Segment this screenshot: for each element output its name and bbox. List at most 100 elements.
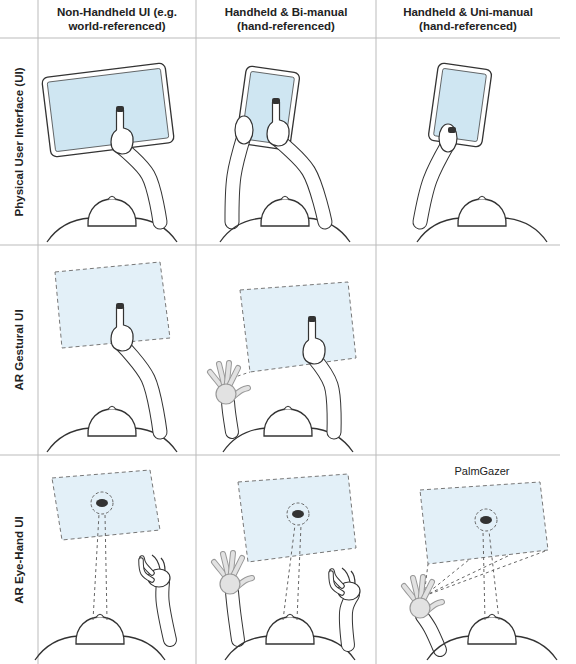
gaze-line xyxy=(483,531,485,620)
grid-line xyxy=(0,455,560,456)
nose xyxy=(281,196,289,199)
touch-point xyxy=(448,127,456,133)
arm xyxy=(420,144,448,222)
row-header: AR Gestural UI xyxy=(12,309,26,390)
holding-hand xyxy=(439,124,457,152)
cell-figure xyxy=(47,262,177,452)
arm xyxy=(122,148,160,222)
table-grid xyxy=(0,0,560,664)
cell-figure xyxy=(214,474,360,660)
column-header: Handheld & Bi-manual (hand-referenced) xyxy=(196,5,376,33)
nose xyxy=(96,614,104,617)
arm xyxy=(122,345,160,432)
anchor-line xyxy=(424,555,510,596)
finger xyxy=(152,555,165,571)
arm xyxy=(162,582,170,640)
gaze-line xyxy=(93,514,99,620)
nose xyxy=(284,406,292,409)
nose xyxy=(286,614,294,617)
cell-figure xyxy=(417,63,547,242)
cell-figure xyxy=(35,470,170,660)
arm xyxy=(278,140,325,222)
pointing-hand xyxy=(267,100,289,147)
nose xyxy=(478,196,486,199)
technique-label: PalmGazer xyxy=(454,465,509,478)
gaze-target xyxy=(91,492,113,514)
head xyxy=(266,617,314,644)
cell-figure xyxy=(220,66,350,242)
figures xyxy=(35,63,557,660)
gaze-line xyxy=(283,525,295,620)
nose xyxy=(108,406,116,409)
head xyxy=(261,199,309,226)
gaze-point xyxy=(96,499,108,507)
arm xyxy=(314,358,334,432)
arm xyxy=(228,402,232,432)
touch-point xyxy=(116,106,124,112)
arm xyxy=(228,402,232,432)
touch-point xyxy=(308,316,316,322)
virtual-panel xyxy=(420,482,548,564)
thumb xyxy=(141,560,152,580)
cell-figure xyxy=(210,282,356,452)
head xyxy=(88,199,136,226)
pointing-hand xyxy=(111,305,133,352)
arm xyxy=(122,148,160,222)
arm xyxy=(232,592,238,640)
head xyxy=(76,617,124,644)
grid-line xyxy=(0,245,560,246)
gaze-line xyxy=(297,525,301,620)
grid-line xyxy=(0,38,560,39)
arm xyxy=(122,345,160,432)
head xyxy=(88,409,136,436)
arm xyxy=(422,616,440,650)
head xyxy=(468,617,516,644)
grid-line xyxy=(196,0,197,664)
open-hand xyxy=(216,384,236,404)
tablet xyxy=(42,63,175,158)
cell-figure xyxy=(404,482,557,660)
thumb xyxy=(331,573,342,593)
arm xyxy=(232,136,244,222)
virtual-panel xyxy=(240,282,356,372)
gaze-point xyxy=(292,510,304,518)
row-header: AR Eye-Hand UI xyxy=(12,516,26,604)
finger xyxy=(342,568,355,584)
tablet-frame xyxy=(236,66,300,151)
tablet xyxy=(428,63,492,148)
virtual-panel xyxy=(238,474,356,562)
pointing-hand xyxy=(111,108,133,155)
nose xyxy=(108,196,116,199)
nose xyxy=(488,614,496,617)
gaze-point xyxy=(480,516,492,524)
thumb xyxy=(331,573,342,593)
gaze-target xyxy=(475,509,497,531)
arm xyxy=(420,144,448,222)
pointing-hand xyxy=(303,318,325,365)
arm xyxy=(232,592,238,640)
head xyxy=(264,409,312,436)
gaze-line xyxy=(105,514,107,620)
arm xyxy=(232,136,244,222)
tablet-screen xyxy=(47,68,169,151)
arm xyxy=(162,582,170,640)
anchor-line xyxy=(424,550,548,596)
grid-line xyxy=(38,0,39,664)
head xyxy=(458,199,506,226)
touch-point xyxy=(116,303,124,309)
arm xyxy=(346,595,353,645)
tablet-frame xyxy=(42,63,175,158)
grid-line xyxy=(376,0,377,664)
gaze-line xyxy=(489,531,499,620)
gaze-target xyxy=(287,503,309,525)
open-hand xyxy=(410,598,430,618)
open-hand xyxy=(220,574,240,594)
cell-figure xyxy=(42,63,177,242)
arm xyxy=(314,358,334,432)
holding-hand xyxy=(235,116,253,144)
virtual-panel xyxy=(52,470,160,540)
arm xyxy=(346,595,353,645)
column-header: Non-Handheld UI (e.g. world-referenced) xyxy=(38,5,196,33)
thumb xyxy=(141,560,152,580)
